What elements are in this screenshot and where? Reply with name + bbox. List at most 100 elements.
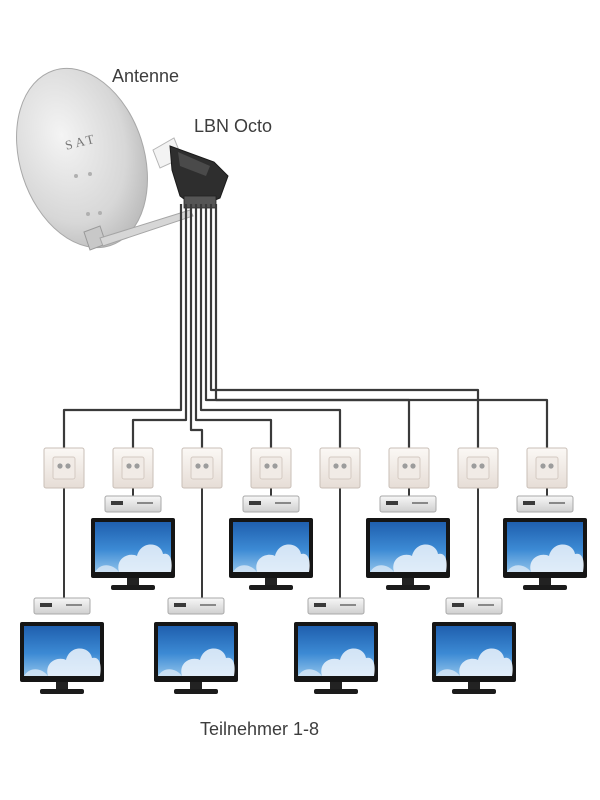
coax-cable — [189, 204, 204, 450]
tv-base — [452, 689, 496, 694]
receiver-display — [40, 603, 52, 607]
tv-cloud — [298, 669, 322, 676]
wall-socket — [319, 447, 361, 489]
tv-cloud — [95, 565, 119, 572]
participant-setup — [432, 597, 516, 694]
dish-reflector — [16, 67, 148, 249]
lnb-label: LBN Octo — [194, 116, 272, 136]
receiver-display — [249, 501, 261, 505]
tv-cloud — [436, 669, 460, 676]
socket-port — [540, 463, 546, 469]
receiver-display — [386, 501, 398, 505]
receiver-buttons — [412, 502, 428, 504]
tv-cloud — [530, 544, 584, 572]
coax-cable — [204, 204, 411, 450]
socket-insert — [259, 456, 283, 480]
coax-cable — [209, 204, 480, 450]
antenna-sockets — [43, 447, 568, 489]
receiver-buttons — [66, 604, 82, 606]
receiver-box — [307, 597, 365, 615]
tv-neck — [402, 578, 414, 586]
tv-neck — [539, 578, 551, 586]
tv-cloud — [321, 648, 375, 676]
socket-insert — [397, 456, 421, 480]
tv-cloud — [370, 565, 394, 572]
receiver-buttons — [549, 502, 565, 504]
socket-port — [264, 463, 270, 469]
wall-socket — [388, 447, 430, 489]
socket-insert — [535, 456, 559, 480]
socket-port — [548, 463, 554, 469]
participant-setup — [91, 495, 175, 590]
coax-cable — [62, 204, 183, 450]
coax-cable — [131, 204, 188, 450]
tv-cloud — [459, 648, 513, 676]
receiver-buttons — [137, 502, 153, 504]
socket-port — [479, 463, 485, 469]
socket-port — [65, 463, 71, 469]
socket-insert — [52, 456, 76, 480]
receiver-buttons — [275, 502, 291, 504]
socket-port — [333, 463, 339, 469]
dish-rivet — [88, 172, 92, 176]
receiver-box — [445, 597, 503, 615]
receiver-box — [167, 597, 225, 615]
socket-port — [134, 463, 140, 469]
tv-neck — [330, 682, 342, 690]
socket-insert — [328, 456, 352, 480]
participant-setup — [229, 495, 313, 590]
socket-port — [195, 463, 201, 469]
socket-port — [203, 463, 209, 469]
participant-setup — [294, 597, 378, 694]
socket-insert — [190, 456, 214, 480]
receiver-box — [516, 495, 574, 513]
dish-rivet — [74, 174, 78, 178]
tv-cloud — [47, 648, 101, 676]
socket-port — [471, 463, 477, 469]
coax-cable — [199, 204, 342, 450]
receiver-box — [242, 495, 300, 513]
tv-neck — [190, 682, 202, 690]
tv-neck — [468, 682, 480, 690]
socket-port — [402, 463, 408, 469]
wall-socket — [526, 447, 568, 489]
tv-neck — [265, 578, 277, 586]
tv-cloud — [256, 544, 310, 572]
wall-socket — [43, 447, 85, 489]
tv-cloud — [393, 544, 447, 572]
tv-base — [314, 689, 358, 694]
socket-port — [341, 463, 347, 469]
tv-base — [249, 585, 293, 590]
tv-base — [40, 689, 84, 694]
wall-socket — [457, 447, 499, 489]
participant-setup — [20, 597, 104, 694]
receiver-box — [33, 597, 91, 615]
receiver-display — [174, 603, 186, 607]
participant-setup — [503, 495, 587, 590]
tv-base — [386, 585, 430, 590]
wall-socket — [250, 447, 292, 489]
socket-port — [57, 463, 63, 469]
coax-cable — [194, 204, 273, 450]
socket-insert — [121, 456, 145, 480]
tv-cloud — [181, 648, 235, 676]
participant-setup — [154, 597, 238, 694]
tv-base — [523, 585, 567, 590]
socket-port — [126, 463, 132, 469]
participant-devices — [20, 495, 587, 694]
receiver-box — [379, 495, 437, 513]
tv-cloud — [233, 565, 257, 572]
tv-neck — [127, 578, 139, 586]
socket-port — [272, 463, 278, 469]
receiver-buttons — [340, 604, 356, 606]
tv-base — [174, 689, 218, 694]
tv-cloud — [118, 544, 172, 572]
lnb-housing-highlight — [178, 152, 210, 176]
lnb-octo — [152, 137, 229, 209]
socket-port — [410, 463, 416, 469]
receiver-display — [111, 501, 123, 505]
dish-rivet — [86, 212, 90, 216]
coax-cable — [214, 204, 549, 450]
antenna-label: Antenne — [112, 66, 179, 86]
receiver-buttons — [478, 604, 494, 606]
